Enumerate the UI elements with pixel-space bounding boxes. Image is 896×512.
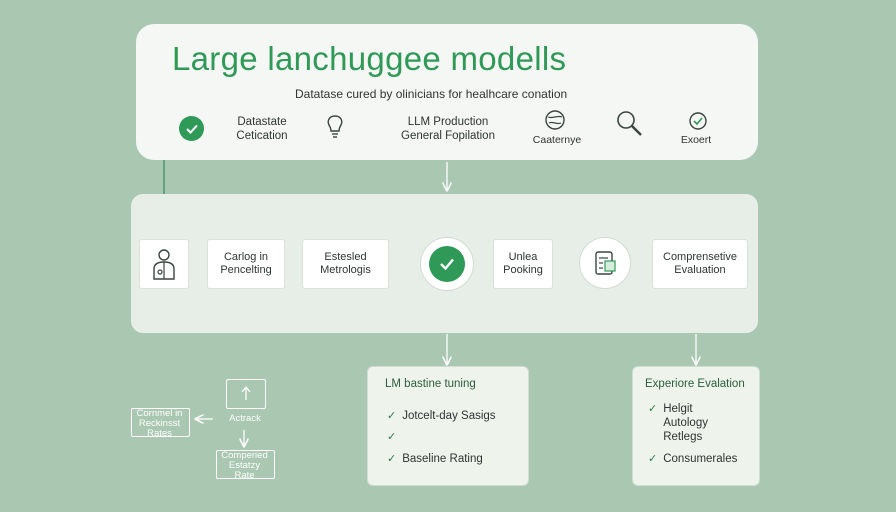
- top-panel: [136, 24, 758, 160]
- checkmark-icon: ✓: [387, 453, 397, 465]
- page-title: Large lanchuggee modells: [172, 40, 567, 77]
- checkmark-icon: ✓: [648, 403, 658, 415]
- list-item: ✓Baseline Rating: [387, 453, 483, 465]
- list-item: ✓Retlegs: [663, 431, 703, 443]
- lightbulb-icon: [323, 114, 347, 145]
- card-expert-title: Experiore Evalation: [645, 378, 745, 390]
- globe-icon: [543, 108, 567, 137]
- list-item: ✓Autology: [663, 417, 708, 429]
- small-box-cornmel: [131, 408, 190, 437]
- mid-check-node: [420, 237, 474, 291]
- top-step-caaternye: Caaternye: [532, 134, 582, 146]
- list-item: ✓: [387, 430, 402, 443]
- checkmark-icon: ✓: [648, 453, 658, 465]
- magnifier-icon: [615, 109, 645, 144]
- small-box-comperied: [216, 450, 275, 479]
- expert-icon: [686, 110, 710, 139]
- check-circle-icon: [429, 246, 465, 282]
- list-item: ✓Jotcelt-day Sasigs: [387, 410, 496, 422]
- checkmark-icon: ✓: [387, 431, 397, 443]
- subtitle: Datatase cured by olinicians for healhca…: [295, 87, 568, 101]
- card-baseline-tuning: [367, 366, 529, 486]
- check-circle-icon: [179, 116, 204, 141]
- checkmark-icon: ✓: [387, 410, 397, 422]
- doctor-icon: [139, 239, 189, 289]
- card-expert-evaluation: [632, 366, 760, 486]
- list-item: ✓Helgit: [648, 403, 693, 415]
- top-step-expert: Exoert: [680, 134, 712, 146]
- monitor-icon: [226, 379, 266, 409]
- list-item: ✓Consumerales: [648, 453, 738, 465]
- action-label: Actrack: [229, 413, 261, 424]
- document-icon: [579, 237, 631, 289]
- card-baseline-title: LM bastine tuning: [385, 378, 476, 390]
